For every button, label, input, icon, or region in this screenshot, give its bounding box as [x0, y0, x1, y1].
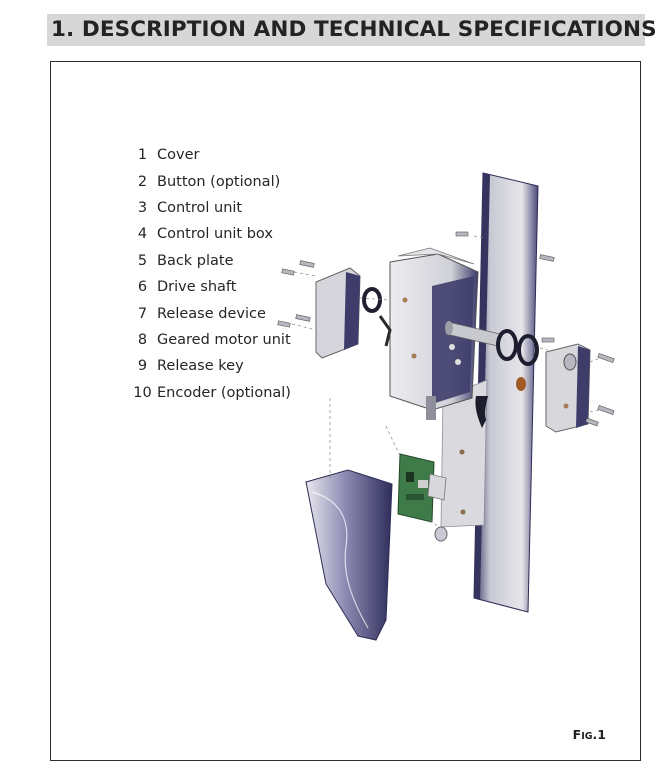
- encoder-cap: [434, 526, 448, 542]
- figure-frame: 1 Cover 2 Button (optional) 3 Control unit 4 Co…: [50, 61, 641, 761]
- part-item: 6 Drive shaft: [128, 274, 291, 300]
- part-label: Back plate: [157, 252, 234, 269]
- part-item: 1 Cover: [128, 142, 291, 168]
- part-label: Release device: [157, 305, 266, 322]
- part-label: Button (optional): [157, 173, 281, 190]
- part-label: Release key: [157, 358, 244, 375]
- part-label: Drive shaft: [157, 279, 237, 296]
- part-item: 8 Geared motor unit: [128, 327, 291, 353]
- part-number: 7: [137, 305, 148, 322]
- control-unit-pcb: [397, 453, 447, 523]
- part-item: 3 Control unit: [128, 195, 291, 221]
- figure-label-suffix: .1: [592, 727, 606, 742]
- part-number: 4: [137, 226, 148, 243]
- exploded-view-drawing: [277, 172, 615, 641]
- part-item: 5 Back plate: [128, 248, 291, 274]
- part-label: Geared motor unit: [157, 331, 291, 348]
- cover: [305, 469, 393, 641]
- part-number: 9: [137, 358, 148, 375]
- part-label: Cover: [157, 147, 200, 164]
- release-device: [475, 377, 526, 428]
- assembly-guides: [291, 235, 601, 529]
- part-number: 10: [133, 384, 152, 401]
- part-item: 9 Release key: [128, 353, 291, 379]
- figure-label-prefix: F: [572, 727, 582, 742]
- drive-shaft: [445, 321, 539, 366]
- screws: [277, 231, 615, 427]
- part-item: 10 Encoder (optional): [128, 380, 291, 406]
- section-title: 1. DESCRIPTION AND TECHNICAL SPECIFICATI…: [47, 14, 656, 46]
- part-number: 6: [137, 279, 148, 296]
- part-number: 3: [137, 199, 148, 216]
- part-item: 7 Release device: [128, 300, 291, 326]
- parts-list: 1 Cover 2 Button (optional) 3 Control unit 4 Co…: [128, 142, 291, 406]
- part-label: Control unit box: [157, 226, 273, 243]
- part-number: 8: [137, 331, 148, 348]
- figure-label: FIG.1: [573, 727, 606, 742]
- part-label: Encoder (optional): [157, 384, 291, 401]
- figure-label-small: IG: [581, 731, 593, 742]
- part-item: 4 Control unit box: [128, 221, 291, 247]
- control-unit-box: [315, 267, 392, 359]
- part-number: 2: [137, 173, 148, 190]
- part-number: 5: [137, 252, 148, 269]
- geared-motor-unit: [389, 247, 479, 420]
- part-label: Control unit: [157, 199, 243, 216]
- part-number: 1: [137, 147, 148, 164]
- part-item: 2 Button (optional): [128, 168, 291, 194]
- end-plate: [545, 343, 591, 433]
